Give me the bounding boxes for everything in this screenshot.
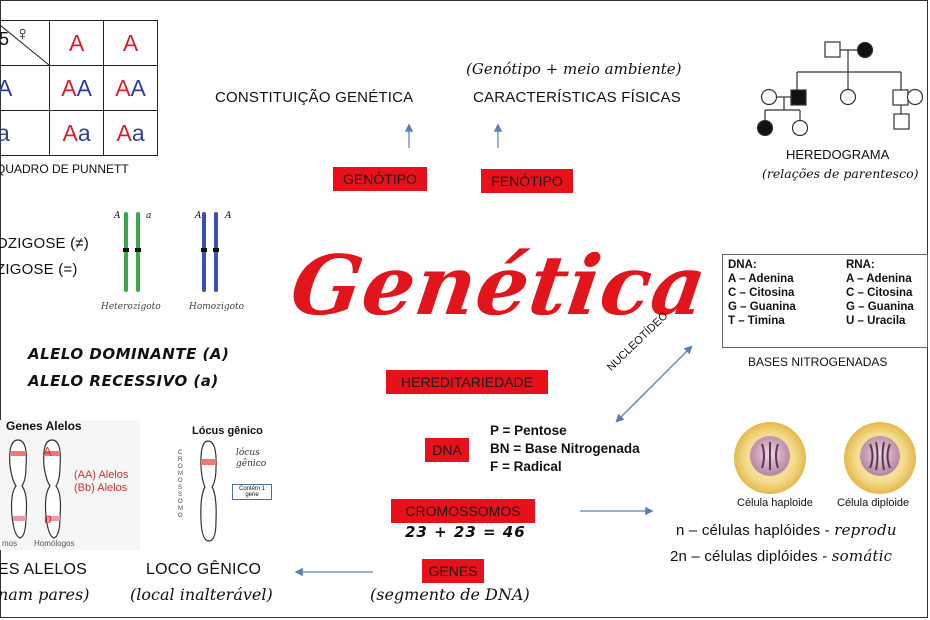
- punnett-row-header: a: [0, 110, 51, 156]
- alelo-dominante: ALELO DOMINANTE (A): [28, 345, 230, 363]
- pedigree-male-symbol: [824, 41, 841, 58]
- locus-gene-box: Contém 1 gene: [232, 484, 272, 500]
- locus-fig-title: Lócus gênico: [192, 425, 263, 437]
- bases-caption: BASES NITROGENADAS: [748, 355, 888, 369]
- punnett-diagonal: [0, 24, 49, 65]
- punnett-col-header: A: [49, 20, 105, 66]
- pedigree-male-symbol: [893, 113, 910, 130]
- diploid-line: 2n – células diplóides - somátic: [670, 547, 893, 565]
- punnett-caption: QUADRO DE PUNNETT: [0, 162, 129, 176]
- female-symbol-icon: ♀: [15, 23, 30, 45]
- dna-base: G – Guanina: [728, 301, 796, 313]
- pedigree-female-symbol: [906, 88, 924, 106]
- heterozigoto-label: Heterozigoto: [101, 302, 161, 312]
- heredograma-title: HEREDOGRAMA: [786, 147, 890, 162]
- locus-handwritten: lócus gênico: [236, 448, 267, 469]
- dna-legend: P = Pentose BN = Base Nitrogenada F = Ra…: [490, 422, 640, 476]
- punnett-row-header: A: [0, 65, 51, 111]
- punnett-corner: 5 ♀: [0, 20, 51, 66]
- gene-letter-a: A: [43, 444, 52, 459]
- pedigree-female-symbol: [760, 88, 778, 106]
- dna-base: T – Timina: [728, 315, 785, 327]
- rna-base: A – Adenina: [846, 273, 912, 285]
- allele-label-upper: A: [114, 211, 121, 221]
- rna-bases-title: RNA:: [846, 259, 875, 271]
- punnett-cell: Aa: [49, 110, 105, 156]
- homologos-label-left: mos: [2, 539, 18, 548]
- punnett-corner-male: 5: [0, 29, 10, 49]
- bases-box: [722, 254, 928, 348]
- pedigree-affected-male: [790, 89, 807, 106]
- dna-box: DNA: [425, 438, 469, 462]
- cell-images: [734, 422, 916, 494]
- genotipo-meaning: CONSTITUIÇÃO GENÉTICA: [215, 89, 414, 106]
- punnett-cell: AA: [103, 65, 158, 111]
- allele-label-upper: A: [195, 211, 202, 221]
- allele-label-lower: a: [146, 211, 152, 221]
- cromossomos-box: CROMOSSOMOS: [391, 499, 535, 523]
- pedigree-chart: [756, 41, 924, 137]
- genes-subtitle: (segmento de DNA): [370, 585, 530, 604]
- main-title: Genética: [285, 238, 713, 334]
- bases-table: DNA: RNA: A – Adenina A – Adenina C – Cito…: [728, 258, 914, 328]
- fenotipo-formula: (Genótipo + meio ambiente): [466, 60, 682, 78]
- allele-band: [47, 516, 60, 521]
- allele-band: [45, 451, 60, 456]
- rna-base: U – Uracila: [846, 315, 906, 327]
- locus-chromosome-icon: [200, 440, 217, 542]
- punnett-col-header: A: [103, 20, 158, 66]
- dna-base: A – Adenina: [728, 273, 794, 285]
- diploid-cell-label: Célula diploide: [837, 497, 910, 509]
- haploid-cell-label: Célula haploide: [737, 497, 813, 509]
- fenotipo-meaning: CARACTERÍSTICAS FÍSICAS: [473, 89, 681, 106]
- pedigree-male-symbol: [892, 89, 909, 106]
- dna-legend-item: BN = Base Nitrogenada: [490, 441, 640, 456]
- dna-base: C – Citosina: [728, 287, 795, 299]
- punnett-cell: Aa: [103, 110, 158, 156]
- pedigree-affected-female: [856, 41, 874, 59]
- genotipo-box: GENÓTIPO: [333, 167, 427, 191]
- fenotipo-box: FENÓTIPO: [481, 169, 573, 193]
- genes-alelos-title: ES ALELOS: [0, 561, 87, 578]
- heterozigose-label: OZIGOSE (≠): [0, 235, 89, 252]
- genes-box: GENES: [422, 559, 484, 583]
- dna-legend-item: F = Radical: [490, 459, 562, 474]
- rna-base: C – Citosina: [846, 287, 913, 299]
- dna-bases-title: DNA:: [728, 259, 757, 271]
- allele-legend-2: (Bb) Alelos: [74, 482, 128, 494]
- hereditariedade-box: HEREDITARIEDADE: [386, 370, 548, 394]
- punnett-square: 5 ♀ A A A AA AA a Aa Aa: [0, 20, 158, 156]
- cromossomos-formula: 23 + 23 = 46: [405, 523, 526, 541]
- genes-alelos-fig-title: Genes Alelos: [6, 419, 82, 433]
- haploid-line: n – células haplóides - reprodu: [676, 521, 897, 539]
- homozigose-label: ZIGOSE (=): [0, 261, 78, 278]
- pedigree-affected-female: [756, 119, 774, 137]
- allele-label-upper: A: [225, 211, 232, 221]
- dna-legend-item: P = Pentose: [490, 423, 567, 438]
- locus-title: LOCO GÊNICO: [146, 561, 262, 578]
- heredograma-subtitle: (relações de parentesco): [762, 166, 919, 181]
- alelo-recessivo: ALELO RECESSIVO (a): [28, 372, 219, 390]
- rna-base: G – Guanina: [846, 301, 914, 313]
- allele-band: [13, 516, 26, 521]
- allele-band: [11, 451, 26, 456]
- diploid-cell-icon: [844, 422, 916, 494]
- locus-band: [201, 459, 216, 465]
- locus-vertical-label: CROMOSSOMO: [178, 450, 183, 519]
- genes-alelos-subtitle: nam pares): [0, 585, 90, 604]
- gene-letter-b: b: [44, 510, 52, 526]
- homozigoto-label: Homozigoto: [189, 302, 245, 312]
- homologos-label-right: Homólogos: [34, 539, 75, 548]
- allele-legend-1: (AA) Alelos: [74, 469, 129, 481]
- locus-subtitle: (local inalterável): [130, 585, 273, 604]
- homologous-chromosomes-icon: [9, 439, 62, 539]
- haploid-cell-icon: [734, 422, 806, 494]
- pedigree-female-symbol: [839, 88, 857, 106]
- punnett-cell: AA: [49, 65, 105, 111]
- pedigree-female-symbol: [791, 119, 809, 137]
- chromosome-figure: [123, 212, 219, 292]
